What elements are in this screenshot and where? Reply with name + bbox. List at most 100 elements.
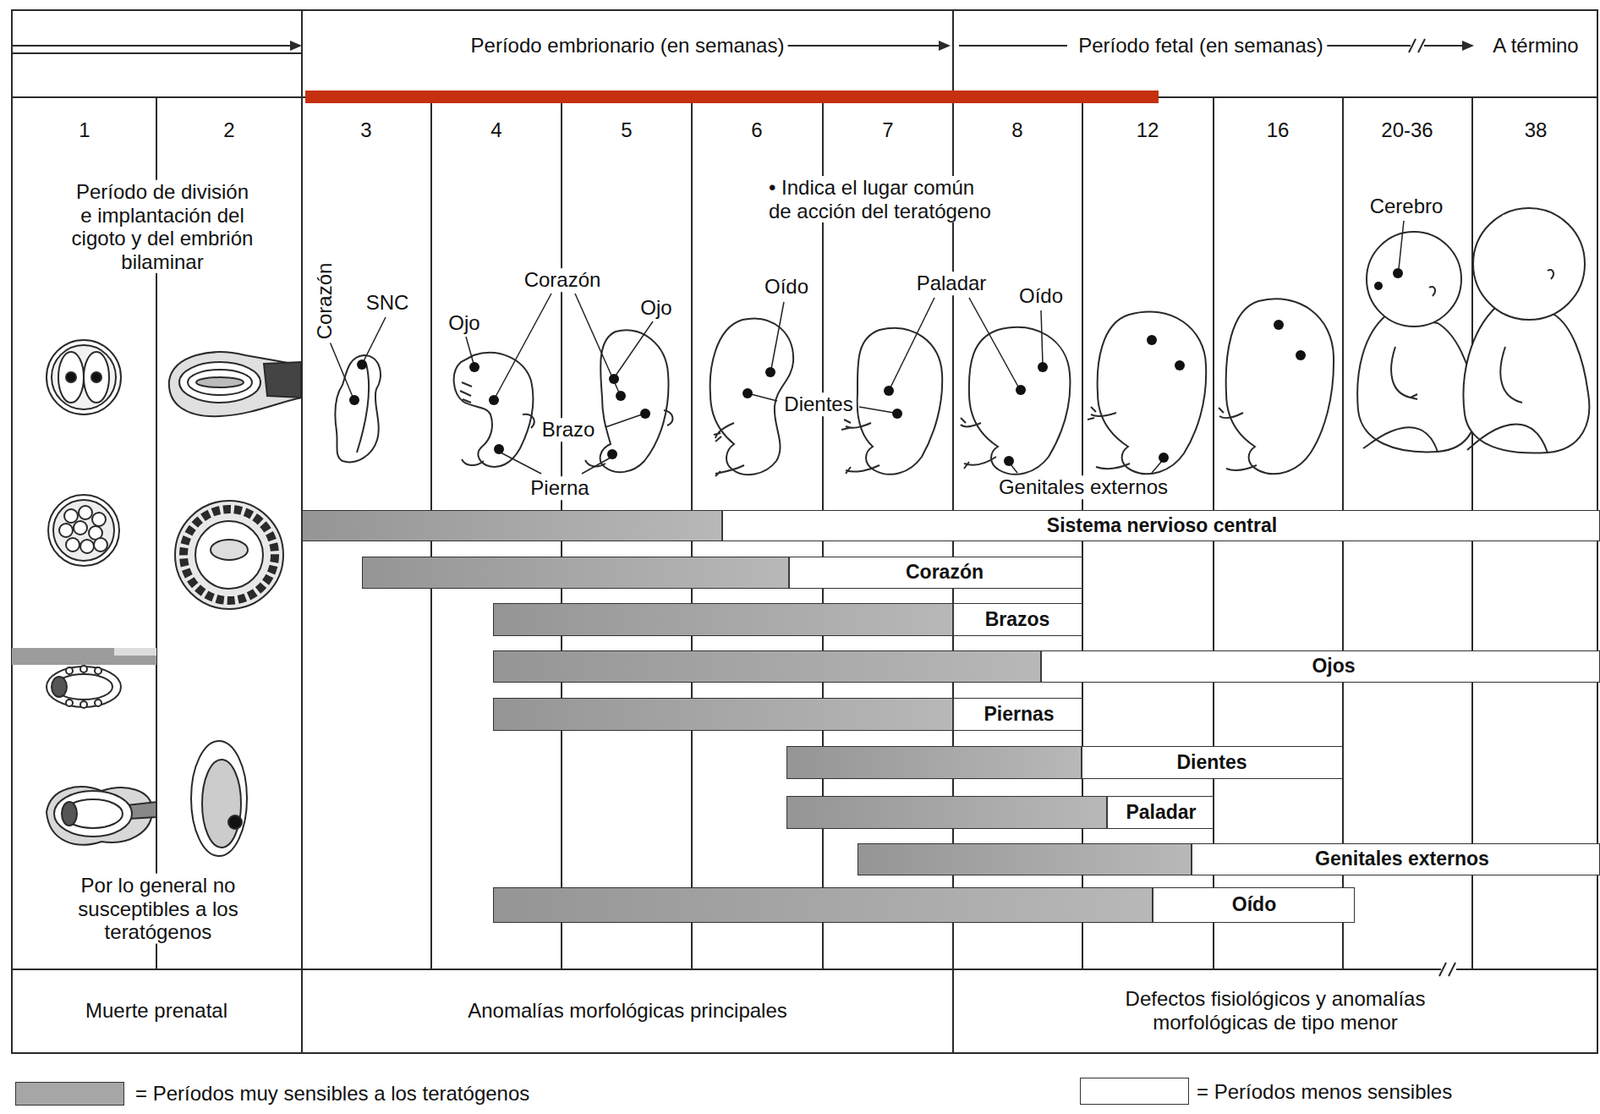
- embryo-figure: [585, 410, 673, 466]
- early-stage-figure: [64, 509, 78, 523]
- teratogen-site-dot: [349, 268, 1403, 466]
- week-number: 5: [617, 118, 636, 143]
- red-highlight-bar: [305, 90, 1159, 104]
- week-number: 8: [1008, 118, 1026, 143]
- organ-label: Oído: [1015, 284, 1067, 308]
- embryo-figure: [1087, 406, 1130, 469]
- leader-line: [1010, 464, 1018, 473]
- early-stage-figure: [58, 351, 84, 403]
- sensitivity-bar: Dientes: [786, 745, 1343, 779]
- early-stage-figure: [114, 647, 157, 656]
- early-stage-figure: [46, 666, 121, 707]
- leader-line: [329, 341, 353, 397]
- sensitivity-bar: Ojos: [493, 650, 1600, 683]
- leader-line: [1041, 310, 1043, 364]
- stage-note: Por lo general no susceptibles a los ter…: [74, 873, 242, 944]
- teratogen-site-dot: [1037, 361, 1048, 373]
- legend-swatch: [1079, 1077, 1190, 1105]
- teratogen-site-dot: [1392, 268, 1403, 279]
- embryo-figure: [1218, 407, 1257, 471]
- teratogen-site-dot: [640, 408, 651, 419]
- organ-name: Genitales externos: [1315, 848, 1490, 870]
- week-number: 20-36: [1377, 118, 1436, 143]
- early-stage-figure: [11, 339, 302, 856]
- fetus-figure: [1473, 208, 1585, 320]
- legend-note: • Indica el lugar común de acción del te…: [765, 175, 997, 223]
- early-stage-figure: [65, 699, 73, 707]
- leader-line: [615, 321, 653, 376]
- early-stage-figure: [92, 512, 106, 527]
- teratogen-site-dot: [356, 359, 368, 370]
- embryo-figure: [334, 298, 1334, 477]
- early-stage-figure: [195, 520, 264, 589]
- week-number: 4: [487, 118, 505, 143]
- fetus-figure: [1357, 208, 1590, 453]
- early-stage-figure: [210, 539, 248, 560]
- organ-label: Brazo: [538, 417, 599, 442]
- leader-line: [500, 452, 542, 474]
- embryo-figure: [857, 328, 943, 475]
- sensitivity-bar: Piernas: [493, 697, 1083, 731]
- early-stage-figure: [59, 523, 73, 537]
- embryo-figure: [600, 329, 669, 472]
- early-stage-figure: [51, 345, 116, 410]
- teratogen-site-dot: [488, 394, 499, 406]
- teratogen-site-dot: [1295, 350, 1306, 361]
- organ-label: Corazón: [520, 268, 605, 292]
- embryo-figure: [713, 422, 745, 477]
- teratogen-site-dot: [607, 449, 618, 460]
- organ-name: Brazos: [985, 608, 1051, 631]
- embryo-figure: [1226, 298, 1334, 474]
- early-stage-figure: [61, 801, 77, 826]
- week-number: 38: [1521, 118, 1551, 143]
- early-stage-figure: [65, 537, 80, 552]
- leader-line: [1398, 220, 1404, 269]
- week-number: 7: [878, 118, 897, 143]
- organ-label: Paladar: [913, 271, 991, 296]
- period-arrow: [1462, 40, 1474, 51]
- sensitivity-bar: Brazos: [493, 602, 1083, 636]
- fetus-figure: [1366, 231, 1462, 327]
- teratogen-site-dot: [1174, 360, 1185, 371]
- leader-line: [1151, 460, 1162, 473]
- stage-note: Período de división e implantación del c…: [68, 180, 258, 274]
- teratogen-site-dot: [1374, 281, 1383, 291]
- term-label: A término: [1489, 33, 1582, 58]
- period-header: Período fetal (en semanas): [1074, 33, 1327, 58]
- organ-name: Ojos: [1311, 655, 1355, 677]
- embryo-figure: [1097, 312, 1207, 475]
- early-stage-figure: [11, 647, 157, 665]
- early-stage-figure: [202, 759, 242, 848]
- organ-name: Corazón: [905, 561, 984, 583]
- legend-swatch: [15, 1081, 125, 1106]
- early-stage-figure: [179, 361, 261, 403]
- legend-text: = Períodos menos sensibles: [1196, 1079, 1453, 1104]
- sensitivity-bar: Oído: [493, 887, 1355, 923]
- organ-label: Cerebro: [1366, 194, 1447, 219]
- period-header: Período embrionario (en semanas): [467, 33, 789, 58]
- period-arrow: [11, 37, 1474, 976]
- early-stage-figure: [53, 499, 115, 561]
- early-stage-figure: [80, 539, 94, 554]
- organ-name: Dientes: [1176, 751, 1247, 773]
- early-stage-figure: [187, 369, 253, 395]
- teratogen-site-dot: [892, 408, 903, 419]
- teratogen-site-dot: [469, 361, 480, 373]
- early-stage-figure: [196, 377, 244, 388]
- early-stage-figure: [93, 537, 108, 552]
- early-stage-figure: [78, 505, 93, 520]
- week-number: 1: [75, 118, 94, 143]
- legend-text: = Períodos muy sensibles a los teratógen…: [135, 1081, 530, 1106]
- week-number: 6: [747, 118, 766, 143]
- period-arrow: [290, 40, 302, 51]
- leader-line: [495, 293, 552, 397]
- sensitivity-bar: Genitales externos: [857, 843, 1600, 876]
- period-arrow: [958, 44, 1068, 47]
- week-number: 3: [356, 118, 375, 143]
- leader-line: [465, 336, 474, 364]
- leader-line: [750, 394, 778, 401]
- teratogen-site-dot: [615, 390, 626, 401]
- organ-label: Corazón: [312, 259, 337, 344]
- leader-line: [581, 457, 611, 474]
- sensitivity-bar: Sistema nervioso central: [301, 509, 1600, 542]
